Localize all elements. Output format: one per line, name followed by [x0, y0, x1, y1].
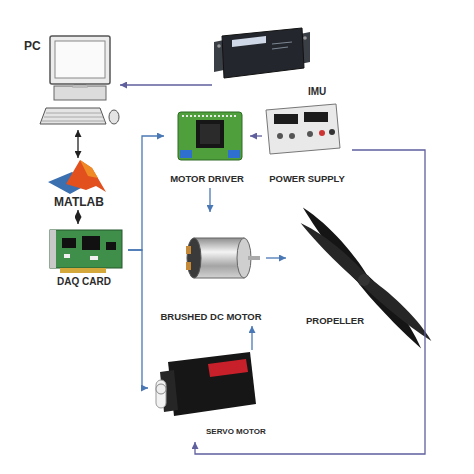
component-node: BRUSHED DC MOTOR: [156, 212, 266, 326]
daq-card-illustration-part: [60, 268, 106, 273]
computer-illustration: [40, 36, 119, 124]
component-node: IMU: [212, 22, 330, 98]
motor-driver-board-part: [196, 120, 224, 148]
component-node: PC: [20, 30, 120, 130]
component-label: MATLAB: [42, 196, 116, 209]
component-label: POWER SUPPLY: [262, 174, 352, 184]
dc-motor-illustration-part: [248, 256, 260, 260]
motor-driver-board-part: [180, 150, 192, 158]
propeller-illustration-part-part: [298, 202, 427, 352]
component-node: MATLAB: [42, 158, 116, 210]
signal-connector: [77, 130, 78, 158]
servo-illustration-part: [156, 380, 166, 408]
propeller-illustration-part: [358, 274, 370, 286]
computer-illustration-part: [42, 113, 105, 121]
signal-connector: [128, 136, 164, 250]
servo-illustration-part: [156, 384, 166, 394]
component-node: POWER SUPPLY: [262, 100, 352, 188]
imu-device-part: [217, 44, 221, 48]
component-node: MOTOR DRIVER: [164, 106, 250, 188]
computer-illustration-part: [54, 86, 106, 100]
servo-illustration-part: [208, 359, 248, 377]
dc-motor-illustration-part: [186, 246, 191, 254]
signal-connector: [195, 150, 425, 454]
imu-device-part: [272, 42, 292, 49]
propeller-illustration-part: [297, 218, 436, 345]
signal-connector: [209, 188, 210, 212]
daq-card-illustration-part: [90, 256, 98, 260]
signal-connector: [250, 135, 262, 136]
daq-card-illustration: [50, 230, 122, 273]
imu-device: [214, 28, 310, 78]
daq-card-illustration-part: [82, 236, 100, 250]
signal-connector: [128, 250, 148, 388]
component-label: SERVO MOTOR: [206, 428, 266, 437]
imu-device-part: [303, 36, 307, 40]
propeller-illustration: [297, 202, 436, 352]
dc-motor-illustration-part: [187, 238, 201, 278]
matlab-logo-part: [66, 160, 106, 192]
signal-connector: [120, 84, 212, 85]
motor-driver-board-part: [182, 115, 238, 117]
computer-illustration-part: [50, 36, 110, 84]
power-supply-illustration-part: [304, 112, 328, 122]
power-supply-illustration: [266, 104, 340, 154]
power-supply-illustration-part: [277, 133, 283, 139]
component-label: DAQ CARD: [40, 276, 128, 287]
daq-card-illustration-part: [50, 230, 56, 268]
daq-card-illustration-part: [106, 242, 116, 250]
power-supply-illustration-part: [319, 130, 325, 136]
component-label: PROPELLER: [306, 316, 364, 326]
power-supply-illustration-part: [329, 129, 335, 135]
signal-connector: [77, 210, 78, 224]
computer-illustration-part: [40, 108, 106, 124]
signal-connector: [251, 326, 252, 350]
dc-motor-illustration: [186, 238, 260, 278]
imu-device-part: [222, 28, 304, 78]
component-label: MOTOR DRIVER: [164, 174, 250, 184]
motor-driver-board-part: [178, 112, 242, 160]
daq-card-illustration-part: [62, 238, 76, 248]
daq-card-illustration-part: [50, 230, 122, 268]
component-node: PROPELLER: [286, 196, 436, 362]
component-node: DAQ CARD: [40, 224, 128, 292]
matlab-logo: [48, 160, 106, 194]
power-supply-illustration-part: [289, 133, 295, 139]
power-supply-illustration-part: [266, 104, 340, 154]
motor-driver-board-part: [228, 150, 240, 158]
servo-illustration-part: [168, 352, 256, 416]
component-label: PC: [24, 40, 41, 53]
component-node: SERVO MOTOR: [148, 350, 296, 442]
motor-driver-board-part: [200, 124, 220, 144]
computer-illustration-part: [109, 110, 119, 124]
power-supply-illustration-part: [307, 131, 313, 137]
imu-device-part: [232, 36, 266, 47]
propeller-illustration-part-part: [297, 218, 436, 345]
power-supply-illustration-part: [274, 114, 298, 124]
component-label: IMU: [308, 86, 326, 97]
computer-illustration-part: [55, 41, 105, 78]
servo-illustration: [156, 352, 256, 416]
matlab-logo-part: [80, 160, 98, 178]
signal-connector: [266, 257, 286, 258]
propeller-illustration-part: [298, 202, 427, 352]
motor-driver-board: [178, 112, 242, 160]
daq-card-illustration-part: [64, 254, 70, 258]
dc-motor-illustration-part: [186, 262, 191, 270]
component-label: BRUSHED DC MOTOR: [156, 312, 266, 322]
